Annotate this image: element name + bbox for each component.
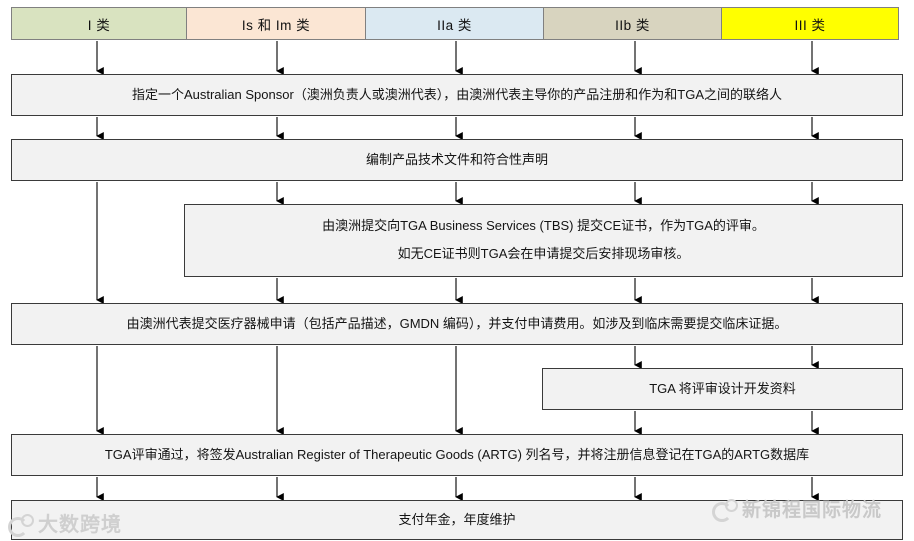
step-box-design-review: TGA 将评审设计开发资料 [542,368,903,410]
class-label-iia: IIa 类 [437,17,472,33]
watermark-right-text: 新锦程国际物流 [742,500,883,521]
watermark-right: 新锦程国际物流 [712,495,882,522]
step-box-tbs-ce-certificate: 由澳洲提交向TGA Business Services (TBS) 提交CE证书… [184,204,903,277]
class-label-is-im: Is 和 Im 类 [241,17,311,33]
step-box-technical-file: 编制产品技术文件和符合性声明 [11,139,903,181]
watermark-left-text: 大数跨境 [38,514,122,536]
step-text-design-review: TGA 将评审设计开发资料 [649,380,796,396]
step-text-technical-file: 编制产品技术文件和符合性声明 [365,151,548,167]
step-text-sponsor: 指定一个Australian Sponsor（澳洲负责人或澳洲代表），由澳洲代表… [131,86,783,102]
step-box-artg-listing: TGA评审通过，将签发Australian Register of Therap… [11,434,903,476]
watermark-left: 大数跨境 [8,508,122,537]
watermark-left-logo-icon [8,514,34,537]
class-cell-i: I 类 [11,7,187,40]
class-cell-iib: IIb 类 [543,7,722,40]
class-label-iib: IIb 类 [615,17,650,33]
class-label-i: I 类 [87,17,111,33]
class-cell-iia: IIa 类 [365,7,544,40]
step-text-tbs-line2: 如无CE证书则TGA会在申请提交后安排现场审核。 [397,246,690,261]
class-cell-is-im: Is 和 Im 类 [186,7,366,40]
step-box-annual-fee: 支付年金，年度维护 [11,500,903,540]
step-text-annual-fee: 支付年金，年度维护 [398,511,516,527]
step-text-tbs-line1: 由澳洲提交向TGA Business Services (TBS) 提交CE证书… [322,218,765,234]
step-box-sponsor: 指定一个Australian Sponsor（澳洲负责人或澳洲代表），由澳洲代表… [11,74,903,116]
device-class-header-row: I 类 Is 和 Im 类 IIa 类 IIb 类 III 类 [11,7,903,40]
watermark-right-logo-icon [712,499,738,522]
step-text-application: 由澳洲代表提交医疗器械申请（包括产品描述，GMDN 编码），并支付申请费用。如涉… [126,315,788,331]
step-box-application: 由澳洲代表提交医疗器械申请（包括产品描述，GMDN 编码），并支付申请费用。如涉… [11,303,903,345]
class-cell-iii: III 类 [721,7,899,40]
step-text-artg: TGA评审通过，将签发Australian Register of Therap… [104,446,810,462]
class-label-iii: III 类 [794,17,826,33]
